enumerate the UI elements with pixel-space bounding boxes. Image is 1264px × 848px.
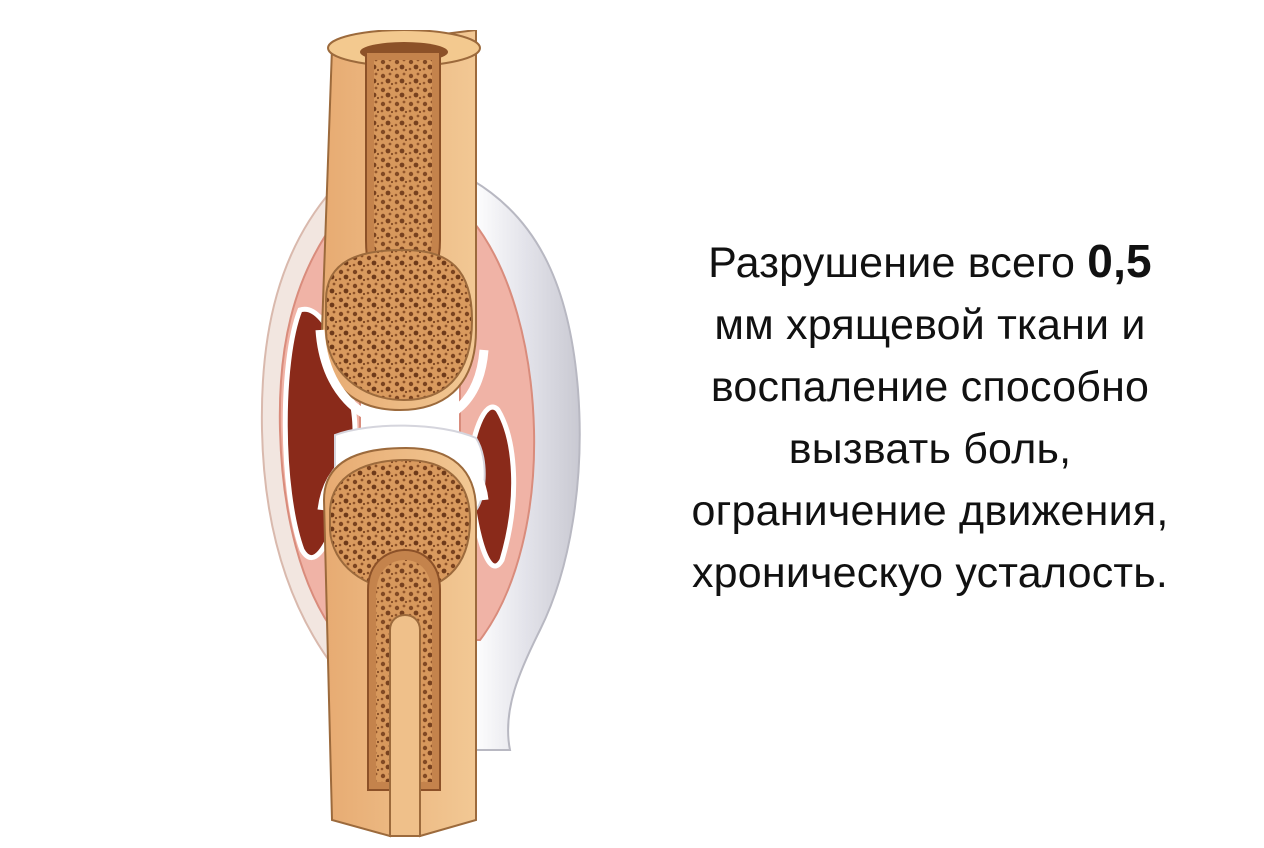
caption-line-2: мм хрящевой ткани и: [714, 301, 1146, 349]
caption-line-3: воспаление способно: [710, 363, 1150, 411]
caption-line-1-text: Разрушение всего: [708, 239, 1088, 287]
joint-illustration: [260, 30, 581, 838]
caption-text: Разрушение всего 0,5 мм хрящевой ткани и…: [610, 230, 1250, 604]
caption-highlight-number: 0,5: [1087, 235, 1152, 287]
caption-line-4: вызвать боль,: [788, 425, 1072, 473]
caption-line-1: Разрушение всего 0,5: [610, 230, 1250, 294]
caption-line-5: ограничение движения,: [691, 487, 1169, 535]
caption-line-6: хроническуо усталость.: [691, 549, 1169, 597]
